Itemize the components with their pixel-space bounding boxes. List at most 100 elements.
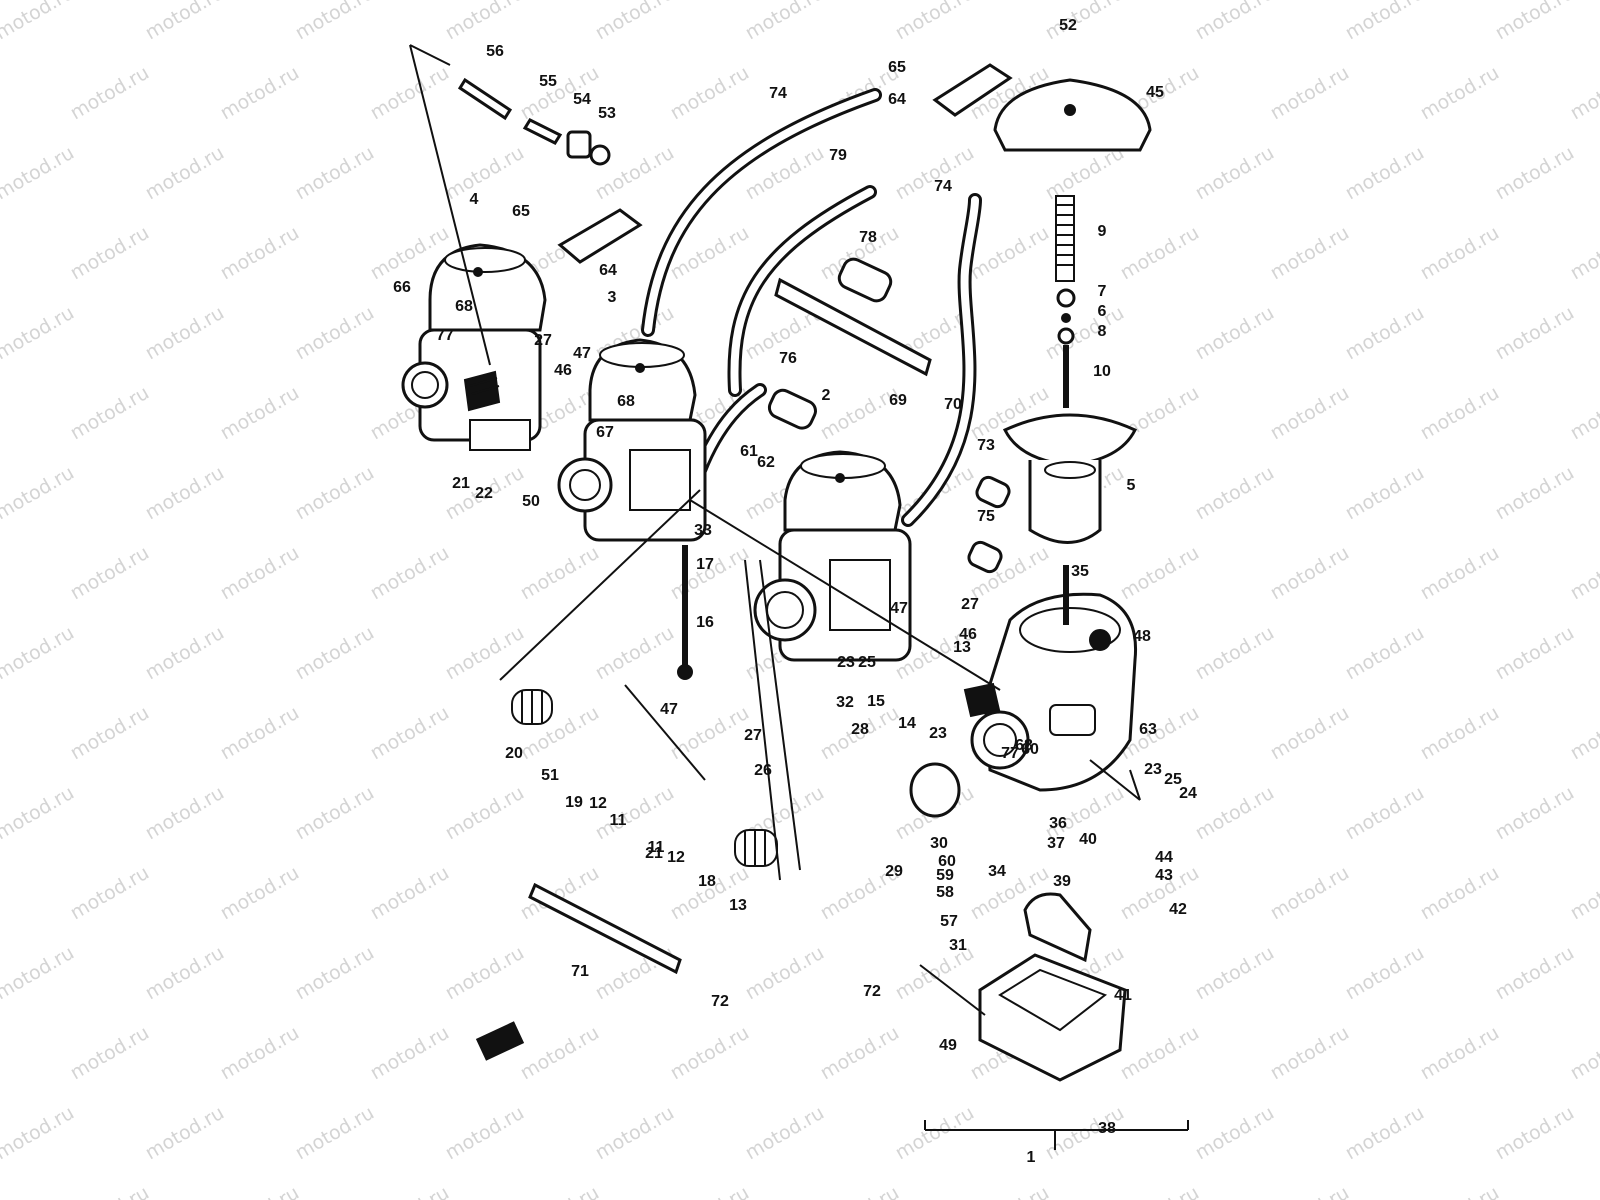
watermark-text: motod.ru — [217, 1182, 303, 1200]
watermark-text: motod.ru — [592, 1102, 678, 1165]
part-callout: 60 — [938, 853, 956, 870]
watermark-text: motod.ru — [817, 1022, 903, 1085]
part-callout: 61 — [740, 443, 758, 460]
watermark-text: motod.ru — [67, 862, 153, 925]
part-callout: 11 — [610, 812, 627, 829]
watermark-text: motod.ru — [142, 782, 228, 845]
watermark-text: motod.ru — [292, 302, 378, 365]
watermark-text: motod.ru — [367, 1182, 453, 1200]
part-callout: 7 — [1098, 283, 1107, 300]
part-callout: 58 — [936, 884, 954, 901]
watermark-text: motod.ru — [0, 382, 3, 445]
watermark-text: motod.ru — [67, 222, 153, 285]
watermark-text: motod.ru — [1492, 1102, 1578, 1165]
part-callout: 59 — [936, 867, 954, 884]
watermark-text: motod.ru — [142, 1102, 228, 1165]
watermark-text: motod.ru — [0, 462, 78, 525]
part-callout: 78 — [859, 229, 877, 246]
part-callout: 51 — [541, 767, 559, 784]
part-callout: 47 — [890, 600, 908, 617]
carburetor-4 — [401, 243, 547, 451]
carburetor-3 — [557, 338, 707, 542]
watermark-text: motod.ru — [217, 542, 303, 605]
part-callout: 50 — [522, 493, 540, 510]
part-callout: 74 — [934, 178, 952, 195]
watermark-text: motod.ru — [1492, 142, 1578, 205]
watermark-text: motod.ru — [667, 62, 753, 125]
watermark-text: motod.ru — [0, 0, 78, 44]
float-39 — [1023, 892, 1092, 963]
part-callout: 47 — [660, 701, 678, 718]
assembly-bracket-1 — [924, 1120, 1189, 1131]
watermark-text: motod.ru — [0, 1182, 3, 1200]
watermark-text: motod.ru — [1267, 1022, 1353, 1085]
part-callout: 27 — [534, 332, 552, 349]
part-callout: 49 — [939, 1037, 957, 1054]
part-callout: 60 — [1021, 741, 1039, 758]
watermark-text: motod.ru — [1267, 62, 1353, 125]
part-callout: 43 — [1155, 867, 1173, 884]
part-callout: 25 — [858, 654, 876, 671]
part-callout: 71 — [571, 963, 589, 980]
watermark-text: motod.ru — [1267, 862, 1353, 925]
part-callout: 17 — [696, 556, 714, 573]
part-callout: 6 — [1098, 303, 1107, 320]
watermark-text: motod.ru — [0, 782, 78, 845]
watermark-text: motod.ru — [142, 462, 228, 525]
watermark-text: motod.ru — [67, 702, 153, 765]
watermark-text: motod.ru — [667, 542, 753, 605]
part-callout: 29 — [885, 863, 903, 880]
linkage-plate-69 — [774, 277, 932, 377]
watermark-text: motod.ru — [1342, 1102, 1428, 1165]
watermark-text: motod.ru — [367, 62, 453, 125]
watermark-text: motod.ru — [1492, 0, 1578, 44]
part-callout: 47 — [573, 345, 591, 362]
part-callout: 52 — [1059, 17, 1077, 34]
part-callout: 10 — [1093, 363, 1111, 380]
watermark-text: motod.ru — [1342, 302, 1428, 365]
watermark-text: motod.ru — [1117, 542, 1203, 605]
watermark-text: motod.ru — [292, 462, 378, 525]
top-cover-52 — [993, 78, 1152, 152]
watermark-text: motod.ru — [1567, 62, 1600, 125]
watermark-text: motod.ru — [292, 942, 378, 1005]
parts-drawing — [401, 44, 1189, 1150]
spring-13-lower — [734, 829, 778, 867]
part-callout: 46 — [554, 362, 572, 379]
watermark-text: motod.ru — [1567, 862, 1600, 925]
watermark-text: motod.ru — [1417, 702, 1503, 765]
watermark-text: motod.ru — [0, 622, 78, 685]
watermark-text: motod.ru — [1567, 542, 1600, 605]
part-callout: 1 — [1027, 1149, 1036, 1166]
part-callout: 66 — [393, 279, 411, 296]
part-callout: 19 — [565, 794, 583, 811]
part-callout: 27 — [961, 596, 979, 613]
watermark-text: motod.ru — [1567, 1182, 1600, 1200]
fitting-76 — [767, 388, 817, 430]
part-callout: 46 — [959, 626, 977, 643]
part-callout: 18 — [698, 873, 716, 890]
watermark-text: motod.ru — [442, 942, 528, 1005]
part-callout: 39 — [1053, 873, 1071, 890]
watermark-text: motod.ru — [442, 142, 528, 205]
watermark-text: motod.ru — [592, 0, 678, 44]
part-callout: 75 — [977, 508, 995, 525]
watermark-text: motod.ru — [967, 1182, 1053, 1200]
part-callout: 21 — [452, 475, 470, 492]
watermark-text: motod.ru — [442, 622, 528, 685]
watermark-text: motod.ru — [1267, 702, 1353, 765]
watermark-text: motod.ru — [217, 702, 303, 765]
watermark-text: motod.ru — [1192, 1102, 1278, 1165]
part-callout: 30 — [930, 835, 948, 852]
spring-20 — [511, 689, 553, 725]
watermark-text: motod.ru — [892, 1102, 978, 1165]
watermark-text: motod.ru — [442, 1102, 528, 1165]
watermark-text: motod.ru — [1492, 942, 1578, 1005]
part-callout: 48 — [1133, 628, 1151, 645]
part-callout: 12 — [589, 795, 607, 812]
part-callout: 56 — [486, 43, 504, 60]
part-callout: 23 — [1144, 761, 1162, 778]
watermark-text: motod.ru — [67, 1022, 153, 1085]
part-callout: 73 — [977, 437, 995, 454]
